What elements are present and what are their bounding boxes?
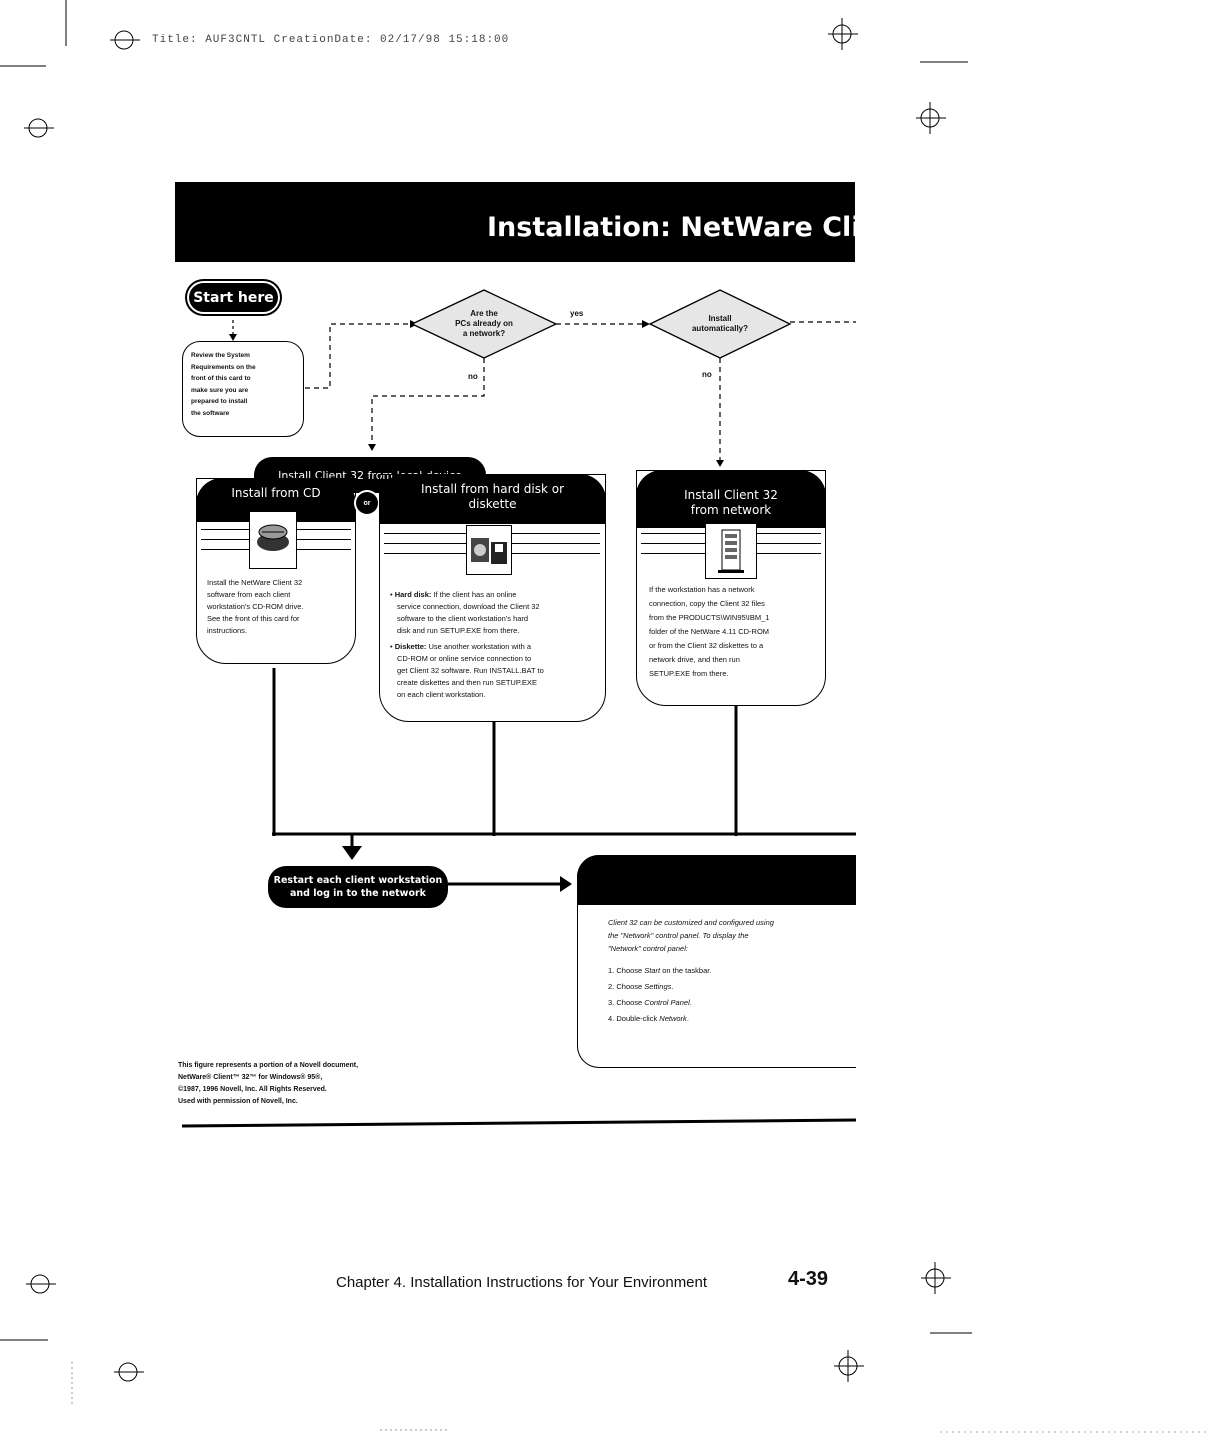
review-line: the software	[191, 409, 230, 417]
hard-disk-icon	[466, 525, 512, 575]
body-line: service connection, download the Client …	[397, 602, 540, 611]
restart-line: and log in to the network	[290, 888, 426, 899]
copyright-credits: This figure represents a portion of a No…	[178, 1060, 478, 1108]
body-line: SETUP.EXE from there.	[649, 669, 729, 678]
body-line: get Client 32 software. Run INSTALL.BAT …	[397, 666, 544, 675]
no-label: no	[468, 372, 478, 381]
card-network-body: If the workstation has a network connect…	[649, 583, 825, 681]
decision-line: a network?	[462, 329, 506, 338]
body-line: on each client workstation.	[397, 690, 486, 699]
credit-line: ©1987, 1996 Novell, Inc. All Rights Rese…	[178, 1086, 327, 1093]
body-line: instructions.	[207, 626, 248, 635]
card-disk-body: • Hard disk: If the client has an online…	[390, 589, 605, 701]
credit-line: Used with permission of Novell, Inc.	[178, 1098, 298, 1105]
config-intro-line: Client 32 can be customized and configur…	[608, 918, 774, 927]
chapter-footer: Chapter 4. Installation Instructions for…	[336, 1274, 708, 1291]
configuration-header	[577, 855, 856, 905]
config-step: 1. Choose Start on the taskbar.	[608, 966, 712, 975]
server-icon	[705, 523, 757, 579]
body-line: create diskettes and then run SETUP.EXE	[397, 678, 537, 687]
review-line: front of this card to	[191, 375, 251, 382]
body-line: If the client has an online	[433, 590, 517, 599]
card-disk-title: Install from hard disk or diskette	[379, 474, 606, 524]
diskette-para: • Diskette: Use another workstation with…	[390, 642, 532, 651]
start-here-badge: Start here	[189, 283, 278, 312]
credit-line: This figure represents a portion of a No…	[178, 1062, 359, 1069]
body-line: connection, copy the Client 32 files	[649, 599, 765, 608]
body-line: If the workstation has a network	[649, 585, 755, 594]
hard-disk-para: • Hard disk: If the client has an online	[390, 590, 517, 599]
page-number: 4-39	[788, 1268, 829, 1290]
body-line: or from the Client 32 diskettes to a	[649, 641, 764, 650]
review-line: prepared to install	[191, 398, 248, 405]
body-line: Use another workstation with a	[428, 642, 532, 651]
body-line: folder of the NetWare 4.11 CD-ROM	[649, 627, 770, 636]
body-line: disk and run SETUP.EXE from there.	[397, 626, 520, 635]
body-line: workstation's CD-ROM drive.	[207, 602, 304, 611]
or-badge: or	[356, 492, 378, 514]
card-install-from-network: Install Client 32 from network If the wo…	[636, 470, 826, 706]
review-line: Requirements on the	[191, 363, 256, 371]
card-network-title: Install Client 32 from network	[636, 470, 826, 528]
registration-mark-icon	[24, 18, 951, 1382]
cd-rom-icon	[249, 511, 297, 569]
review-line: Review the System	[191, 352, 250, 359]
restart-workstation-step: Restart each client workstation and log …	[268, 866, 448, 908]
decision-line: PCs already on	[455, 319, 513, 328]
card-disk-title-line: Install from hard disk or	[420, 482, 565, 496]
review-requirements-note: Review the System Requirements on the fr…	[182, 341, 304, 437]
config-step: 4. Double-click Network.	[608, 1014, 689, 1023]
decision-line: automatically?	[691, 324, 748, 333]
config-step: 3. Choose Control Panel.	[608, 998, 692, 1007]
decision-auto-label: Install automatically?	[670, 314, 770, 334]
restart-line: Restart each client workstation	[273, 875, 443, 886]
credit-line: NetWare® Client™ 32™ for Windows® 95®,	[178, 1074, 323, 1081]
yes-label: yes	[570, 309, 584, 318]
title-banner: Installation: NetWare Client	[175, 182, 911, 262]
card-install-from-cd: Install from CD Install the NetWare Clie…	[196, 478, 356, 664]
review-line: make sure you are	[191, 386, 249, 394]
card-install-from-disk: Install from hard disk or diskette • Har…	[379, 474, 606, 722]
card-disk-title-line: diskette	[468, 497, 517, 511]
body-line: software from each client	[207, 590, 291, 599]
card-network-title-line: from network	[690, 503, 772, 517]
card-cd-body: Install the NetWare Client 32 software f…	[207, 577, 352, 637]
config-intro-line: "Network" control panel:	[608, 944, 688, 953]
decision-auto-diamond	[648, 289, 792, 359]
page-title: Installation: NetWare Client	[487, 212, 911, 243]
hard-disk-label: Hard disk:	[394, 590, 432, 599]
decision-line: Install	[708, 314, 732, 323]
body-line: CD-ROM or online service connection to	[397, 654, 532, 663]
decision-line: Are the	[470, 309, 498, 318]
card-network-title-line: Install Client 32	[684, 488, 778, 502]
configuration-body: Client 32 can be customized and configur…	[608, 916, 853, 1027]
body-line: See the front of this card for	[207, 614, 300, 623]
config-intro-line: the "Network" control panel. To display …	[608, 931, 749, 940]
body-line: network drive, and then run	[649, 655, 740, 664]
config-step: 2. Choose Settings.	[608, 982, 674, 991]
print-header: Title: AUF3CNTL CreationDate: 02/17/98 1…	[152, 34, 510, 46]
no-label-auto: no	[702, 370, 712, 379]
body-line: Install the NetWare Client 32	[207, 578, 303, 587]
body-line: from the PRODUCTS\WIN95\IBM_1	[649, 613, 770, 622]
decision-network-label: Are the PCs already on a network?	[434, 309, 534, 339]
configuration-panel: Client 32 can be customized and configur…	[577, 855, 856, 1068]
body-line: software to the client workstation's har…	[397, 614, 529, 623]
diskette-label: Diskette:	[394, 642, 427, 651]
